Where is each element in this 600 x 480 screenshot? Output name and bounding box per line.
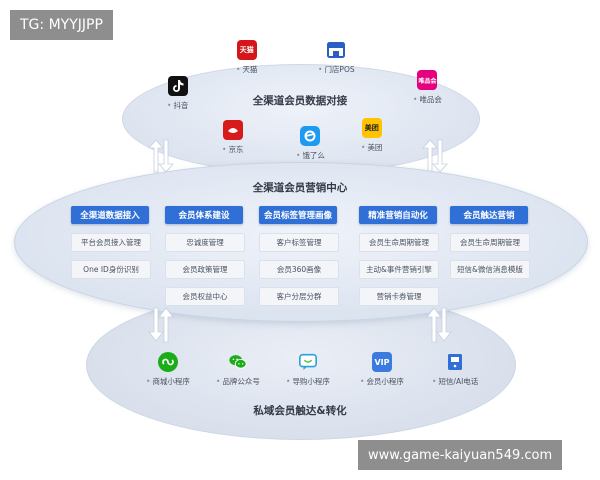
bottom-layer-title: 私域会员触达&转化 xyxy=(253,405,347,417)
chat-bubble-icon xyxy=(298,352,318,372)
watermark-bottom-right: www.game-kaiyuan549.com xyxy=(358,440,563,470)
store-pos-icon xyxy=(326,40,346,60)
app-tmall: 天猫 •天猫 xyxy=(236,40,257,75)
column-header-2: 会员体系建设 xyxy=(165,206,243,224)
column-header-1: 全渠道数据接入 xyxy=(71,206,149,224)
column-header-4: 精准营销自动化 xyxy=(359,206,437,224)
vipshop-icon: 唯品会 xyxy=(417,70,438,90)
app-store-pos: •门店POS xyxy=(318,40,355,75)
app-brand-official-account: •品牌公众号 xyxy=(216,352,260,387)
app-vipshop: 唯品会 •唯品会 xyxy=(413,70,442,105)
app-sms-ai-call: •短信/AI电话 xyxy=(432,352,478,387)
column-4-item-3: 营销卡券管理 xyxy=(359,287,439,306)
column-3-item-2: 会员360画像 xyxy=(259,260,339,279)
app-jd: •京东 xyxy=(222,120,243,155)
middle-layer-title: 全渠道会员营销中心 xyxy=(252,182,348,194)
column-1-item-1: 平台会员接入管理 xyxy=(71,233,151,252)
app-eleme: •饿了么 xyxy=(296,126,325,161)
eleme-icon xyxy=(300,126,321,146)
top-layer-title: 全渠道会员数据对接 xyxy=(252,95,348,107)
column-5-item-2: 短信&微信消息模版 xyxy=(450,260,530,279)
arrows-bottom-left xyxy=(148,307,174,343)
app-mall-miniprogram: •商城小程序 xyxy=(146,352,190,387)
douyin-icon xyxy=(167,76,188,96)
app-member-miniprogram: VIP •会员小程序 xyxy=(360,352,404,387)
column-2-item-3: 会员权益中心 xyxy=(165,287,245,306)
column-4-item-2: 主动&事件营销引擎 xyxy=(359,260,439,279)
column-4-item-1: 会员生命周期管理 xyxy=(359,233,439,252)
vip-icon: VIP xyxy=(371,352,392,372)
arrows-top-right xyxy=(422,139,448,173)
arrows-bottom-right xyxy=(426,307,452,343)
app-douyin: •抖音 xyxy=(167,76,188,111)
tmall-icon: 天猫 xyxy=(236,40,257,60)
jd-icon xyxy=(222,120,243,140)
watermark-top-left: TG: MYYJJPP xyxy=(10,10,113,40)
sms-icon xyxy=(445,352,465,372)
app-meituan: 美团 •美团 xyxy=(361,118,382,153)
column-5-item-1: 会员生命周期管理 xyxy=(450,233,530,252)
meituan-icon: 美团 xyxy=(361,118,382,138)
column-header-5: 会员触达营销 xyxy=(450,206,528,224)
column-1-item-2: One ID身份识别 xyxy=(71,260,151,279)
column-3-item-1: 客户标签管理 xyxy=(259,233,339,252)
arrows-top-left xyxy=(148,139,174,173)
wechat-icon xyxy=(228,352,248,372)
column-3-item-3: 客户分层分群 xyxy=(259,287,339,306)
column-2-item-2: 会员政策管理 xyxy=(165,260,245,279)
column-header-3: 会员标签管理画像 xyxy=(259,206,337,224)
mini-program-icon xyxy=(157,352,178,372)
app-shopping-guide-miniprogram: •导购小程序 xyxy=(286,352,330,387)
column-2-item-1: 忠诚度管理 xyxy=(165,233,245,252)
